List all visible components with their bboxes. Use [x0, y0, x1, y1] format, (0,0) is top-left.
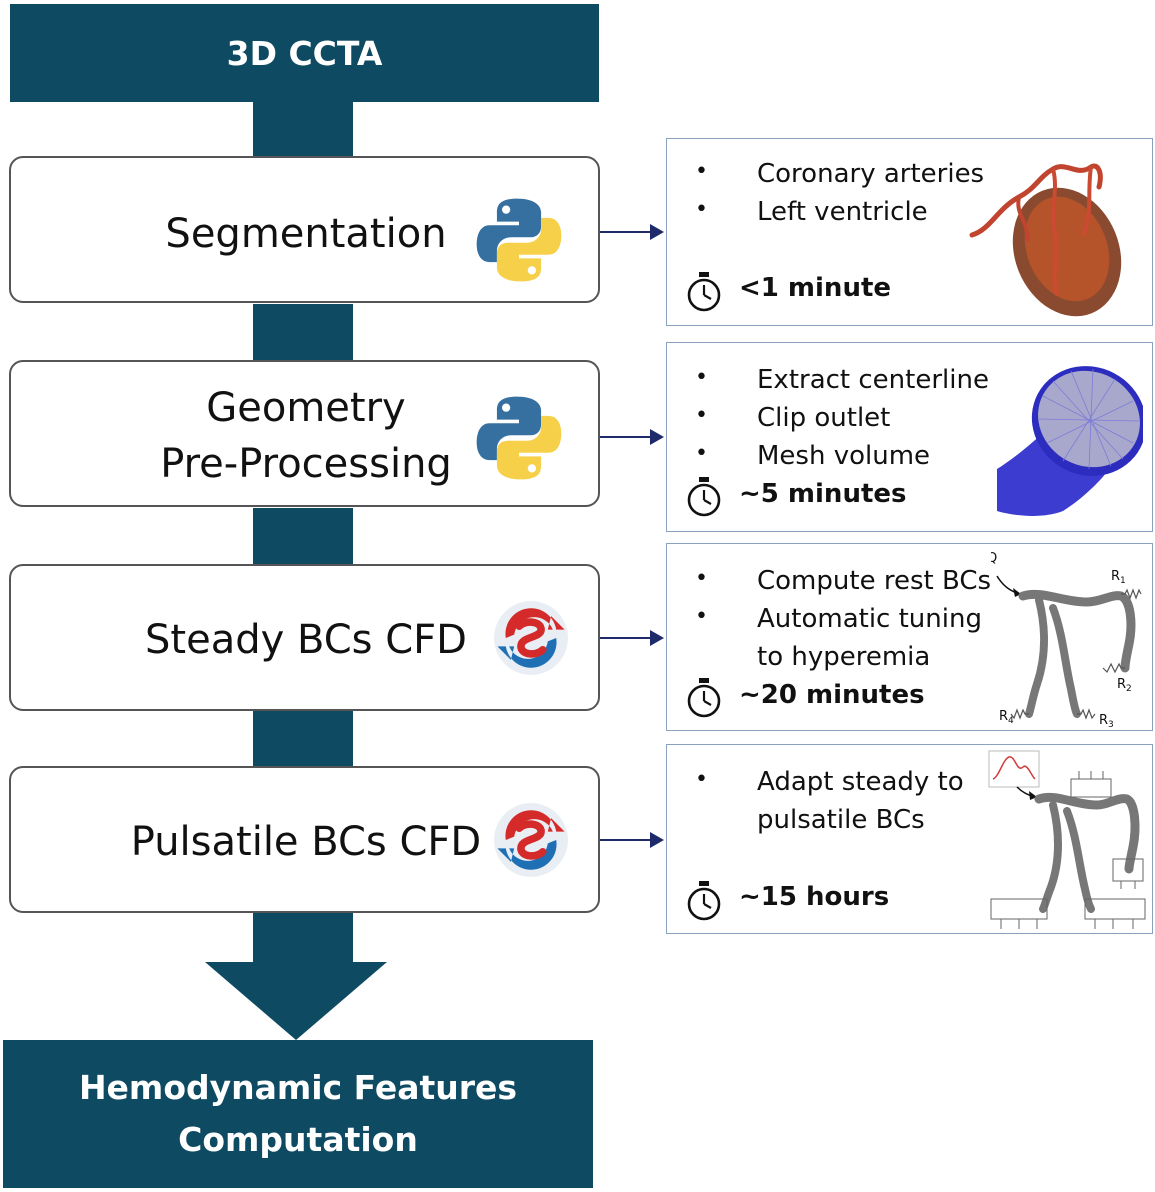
stopwatch-icon [687, 272, 721, 312]
bullet-icon: • [695, 441, 708, 466]
python-logo-icon [476, 396, 562, 480]
input-title: 3D CCTA [226, 33, 383, 73]
time-estimate: ~20 minutes [739, 680, 925, 710]
arrow-head-icon [650, 224, 664, 240]
detail-item: Coronary arteries [757, 159, 985, 189]
arrow-head-icon [650, 429, 664, 445]
resistance-label-r4: R4 [999, 709, 1014, 726]
stage-segmentation: Segmentation [9, 156, 600, 303]
mesh-volume-image [997, 366, 1143, 516]
detail-item: Left ventricle [757, 197, 928, 227]
connector-arrow [600, 436, 652, 438]
bullet-icon: • [695, 197, 708, 222]
flow-connector [253, 304, 353, 362]
detail-item: Compute rest BCs [757, 566, 992, 596]
detail-panel-steady: • Compute rest BCs • Automatic tuning to… [666, 543, 1153, 731]
flow-connector [253, 912, 353, 964]
python-logo-icon [476, 198, 562, 282]
stopwatch-icon [687, 477, 721, 517]
detail-item: Automatic tuning [757, 604, 982, 634]
flow-connector [253, 710, 353, 768]
time-estimate: ~15 hours [739, 882, 890, 912]
connector-arrow [600, 637, 652, 639]
bullet-icon: • [695, 403, 708, 428]
detail-item: to hyperemia [757, 642, 931, 672]
flow-connector [253, 100, 353, 158]
stage-label: Steady BCs CFD [145, 617, 467, 663]
detail-panel-segmentation: • Coronary arteries • Left ventricle <1 … [666, 138, 1153, 326]
stopwatch-icon [687, 678, 721, 718]
input-box: 3D CCTA [10, 4, 599, 102]
output-title-line2: Computation [178, 1120, 418, 1159]
output-box: Hemodynamic Features Computation [3, 1040, 593, 1188]
stage-steady-cfd: Steady BCs CFD [9, 564, 600, 711]
coronary-model-image: Q R1 R2 R3 R4 [991, 551, 1142, 730]
output-title-line1: Hemodynamic Features [78, 1068, 518, 1107]
stage-label: Segmentation [165, 211, 447, 257]
simvascular-logo-icon [494, 803, 568, 877]
arrow-head-icon [650, 832, 664, 848]
pulsatile-model-image [988, 750, 1146, 929]
resistance-label-r3: R3 [1099, 713, 1114, 730]
down-arrow-icon [205, 962, 387, 1040]
detail-item: Mesh volume [757, 441, 931, 471]
resistance-label-r1: R1 [1111, 569, 1126, 586]
flow-connector [253, 508, 353, 566]
detail-panel-geometry: • Extract centerline • Clip outlet • Mes… [666, 342, 1153, 532]
connector-arrow [600, 839, 652, 841]
time-estimate: ~5 minutes [739, 479, 907, 509]
bullet-icon: • [695, 767, 708, 792]
bullet-icon: • [695, 604, 708, 629]
stopwatch-icon [687, 881, 721, 921]
stage-label-line1: Geometry [206, 385, 406, 431]
heart-segmentation-image [969, 163, 1122, 317]
stage-pulsatile-cfd: Pulsatile BCs CFD [9, 766, 600, 913]
detail-item: Adapt steady to [757, 767, 964, 797]
stage-geometry: Geometry Pre-Processing [9, 360, 600, 507]
bullet-icon: • [695, 566, 708, 591]
resistance-label-r2: R2 [1117, 677, 1132, 694]
arrow-head-icon [650, 630, 664, 646]
detail-item: Extract centerline [757, 365, 989, 395]
stage-label-line2: Pre-Processing [160, 441, 452, 487]
bullet-icon: • [695, 365, 708, 390]
time-estimate: <1 minute [739, 273, 892, 303]
detail-item: pulsatile BCs [757, 805, 925, 835]
stage-label: Pulsatile BCs CFD [130, 819, 482, 865]
flow-label-q: Q [991, 551, 997, 566]
detail-item: Clip outlet [757, 403, 891, 433]
connector-arrow [600, 231, 652, 233]
detail-panel-pulsatile: • Adapt steady to pulsatile BCs ~15 hour… [666, 744, 1153, 934]
simvascular-logo-icon [494, 601, 568, 675]
bullet-icon: • [695, 159, 708, 184]
